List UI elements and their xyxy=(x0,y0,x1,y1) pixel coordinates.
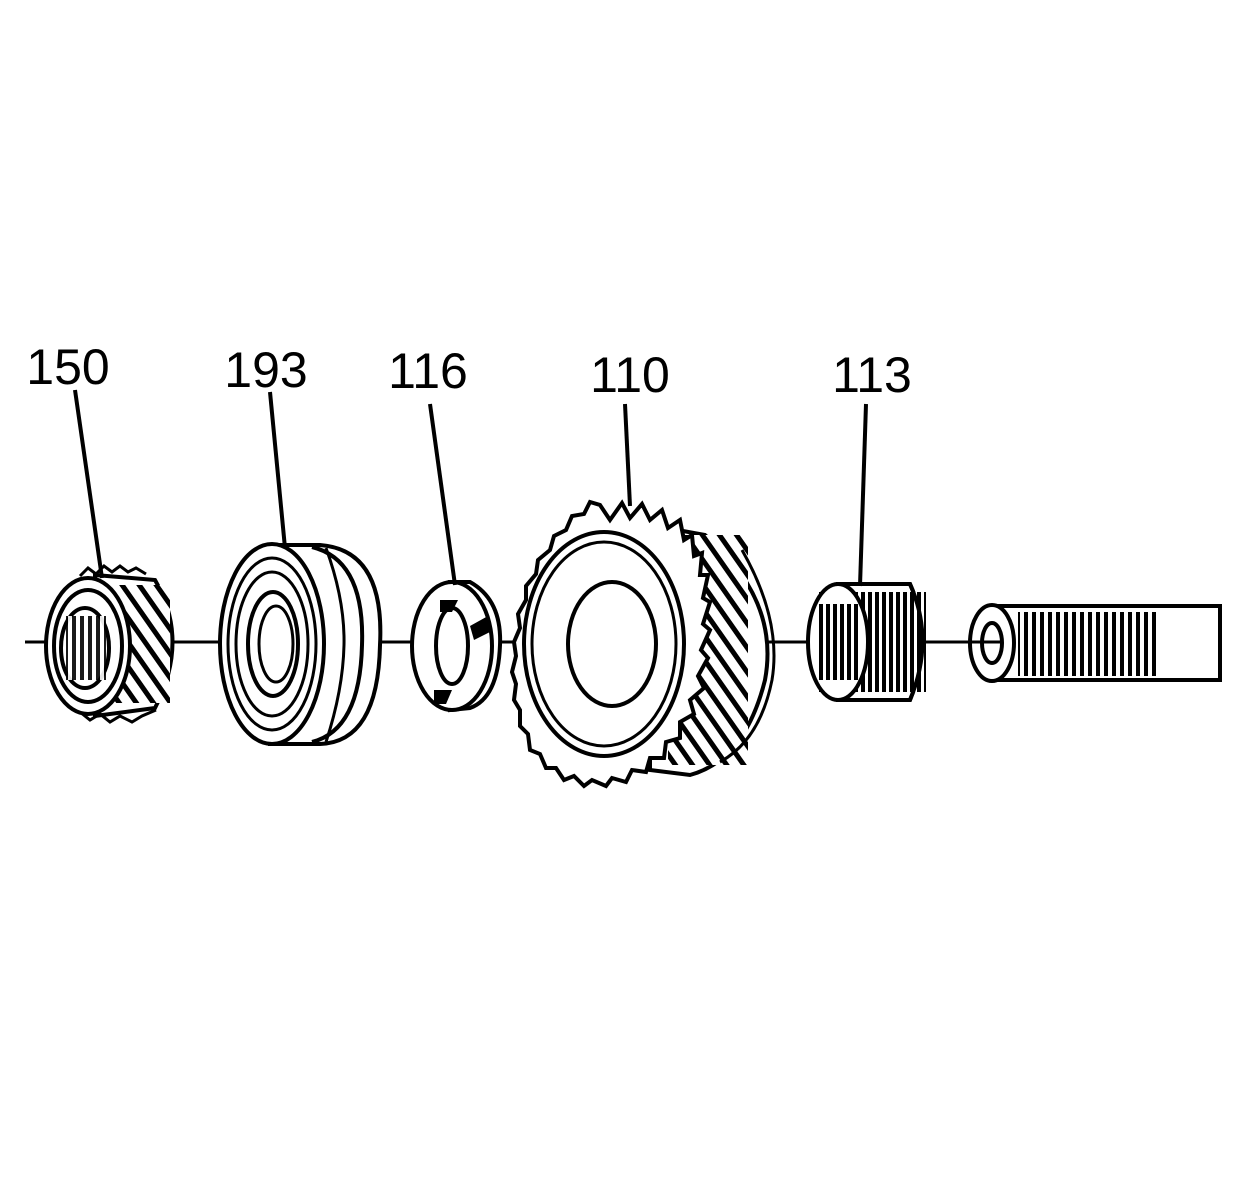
callout-193: 193 xyxy=(224,342,307,398)
leader-lines xyxy=(73,389,868,587)
callout-150: 150 xyxy=(26,339,109,395)
leader-line-113 xyxy=(858,403,868,587)
part-193-bearing xyxy=(218,542,383,746)
leader-line-150 xyxy=(73,389,104,579)
part-110-large-gear xyxy=(509,499,776,789)
part-116-thrust-washer xyxy=(410,580,503,713)
part-150-helical-gear xyxy=(44,564,175,724)
part-113-needle-bearing xyxy=(806,582,926,702)
callout-labels: 150 193 116 110 113 xyxy=(26,339,912,403)
callout-110: 110 xyxy=(590,347,670,403)
leader-line-193 xyxy=(268,391,287,549)
callout-113: 113 xyxy=(832,347,912,403)
callout-116: 116 xyxy=(388,343,468,399)
leader-line-116 xyxy=(428,403,457,586)
leader-line-110 xyxy=(623,403,632,507)
output-shaft xyxy=(968,603,1222,683)
